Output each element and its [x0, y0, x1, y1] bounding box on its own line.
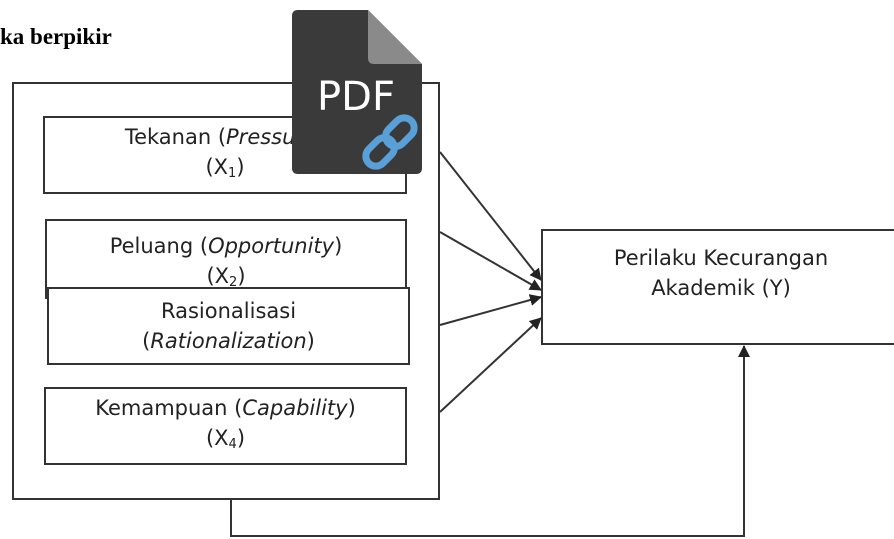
- arrow-x4-to-y: [439, 317, 542, 413]
- variable-name: Kemampuan: [95, 395, 228, 420]
- section-heading: ka berpikir: [0, 24, 112, 49]
- arrow-x1-to-y: [439, 151, 542, 281]
- outcome-line-1: Perilaku Kecurangan: [613, 246, 829, 270]
- variable-name: Peluang: [109, 234, 194, 258]
- arrow-x3-to-y: [439, 294, 542, 326]
- variable-term: Rationalization: [150, 329, 307, 353]
- pdf-link-icon[interactable]: PDF: [292, 10, 428, 174]
- variable-box-opportunity: Peluang (Opportunity) (X2): [45, 219, 407, 299]
- variable-name: Tekanan: [124, 124, 212, 149]
- variable-term: Opportunity: [208, 234, 335, 258]
- variable-code: (X2): [206, 264, 246, 290]
- pdf-icon-label: PDF: [317, 74, 395, 120]
- outcome-line-2: Akademik (Y): [651, 276, 791, 300]
- link-icon: [362, 114, 418, 170]
- variable-code: (X1): [205, 154, 245, 181]
- variable-name: Rasionalisasi: [160, 299, 297, 323]
- arrow-frame-to-y: [230, 345, 750, 537]
- variable-line-1: Peluang (Opportunity): [109, 234, 343, 258]
- arrow-x2-to-y: [439, 231, 542, 291]
- variable-line-1: Kemampuan (Capability): [95, 395, 356, 420]
- variable-line-2: (Rationalization): [142, 329, 315, 353]
- variable-code: (X4): [205, 425, 246, 452]
- variable-box-capability: Kemampuan (Capability) (X4): [44, 387, 407, 465]
- outcome-box-academic-fraud: Perilaku Kecurangan Akademik (Y): [541, 229, 894, 345]
- variable-box-rationalization: Rasionalisasi (Rationalization): [47, 287, 410, 365]
- variable-term: Capability: [242, 395, 348, 420]
